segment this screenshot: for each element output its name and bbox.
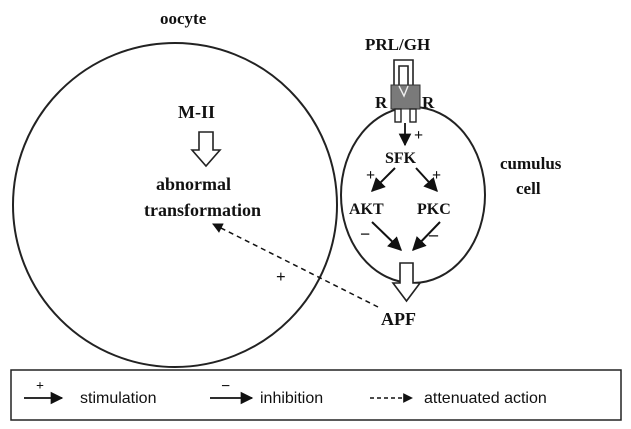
attenuated-plus-sign: + [276, 267, 286, 286]
legend: + stimulation − inhibition attenuated ac… [10, 369, 622, 421]
receptor-sfk-plus-sign: + [414, 127, 423, 144]
sfk-label: SFK [385, 150, 417, 167]
sfk-akt-plus-sign: + [366, 167, 375, 184]
akt-minus-sign: − [360, 224, 370, 244]
akt-label: AKT [349, 201, 384, 218]
ligand-receptor-icon [390, 59, 421, 123]
sfk-pkc-plus-sign: + [432, 167, 441, 184]
cell-label: cell [516, 179, 541, 198]
legend-stimulation-label: stimulation [80, 390, 156, 407]
legend-inhibition-sign: − [221, 378, 230, 395]
attenuated-action-arrow [212, 223, 379, 308]
m2-hollow-arrow [190, 131, 222, 168]
cumulus-cell-ellipse [340, 106, 486, 284]
receptor-right-label: R [422, 93, 435, 112]
apf-hollow-arrow [391, 262, 422, 303]
legend-stimulation-sign: + [36, 379, 44, 394]
oocyte-label: oocyte [160, 9, 207, 28]
transformation-label: transformation [144, 200, 261, 220]
legend-box [10, 369, 622, 421]
cumulus-label: cumulus [500, 154, 562, 173]
receptor-left-label: R [375, 93, 388, 112]
ligand-label: PRL/GH [365, 35, 430, 54]
pkc-inhibition-arrow [412, 221, 441, 252]
m2-label: M-II [178, 102, 215, 122]
legend-attenuated-label: attenuated action [424, 390, 547, 407]
abnormal-label: abnormal [156, 174, 231, 194]
apf-label: APF [381, 309, 416, 329]
legend-inhibition-label: inhibition [260, 390, 323, 407]
pkc-label: PKC [417, 201, 451, 218]
pkc-minus-sign: – [428, 224, 439, 244]
sfk-to-pkc-arrow [415, 167, 438, 193]
oocyte-circle [12, 42, 338, 368]
sfk-to-akt-arrow [371, 167, 396, 192]
akt-inhibition-arrow [371, 221, 403, 251]
